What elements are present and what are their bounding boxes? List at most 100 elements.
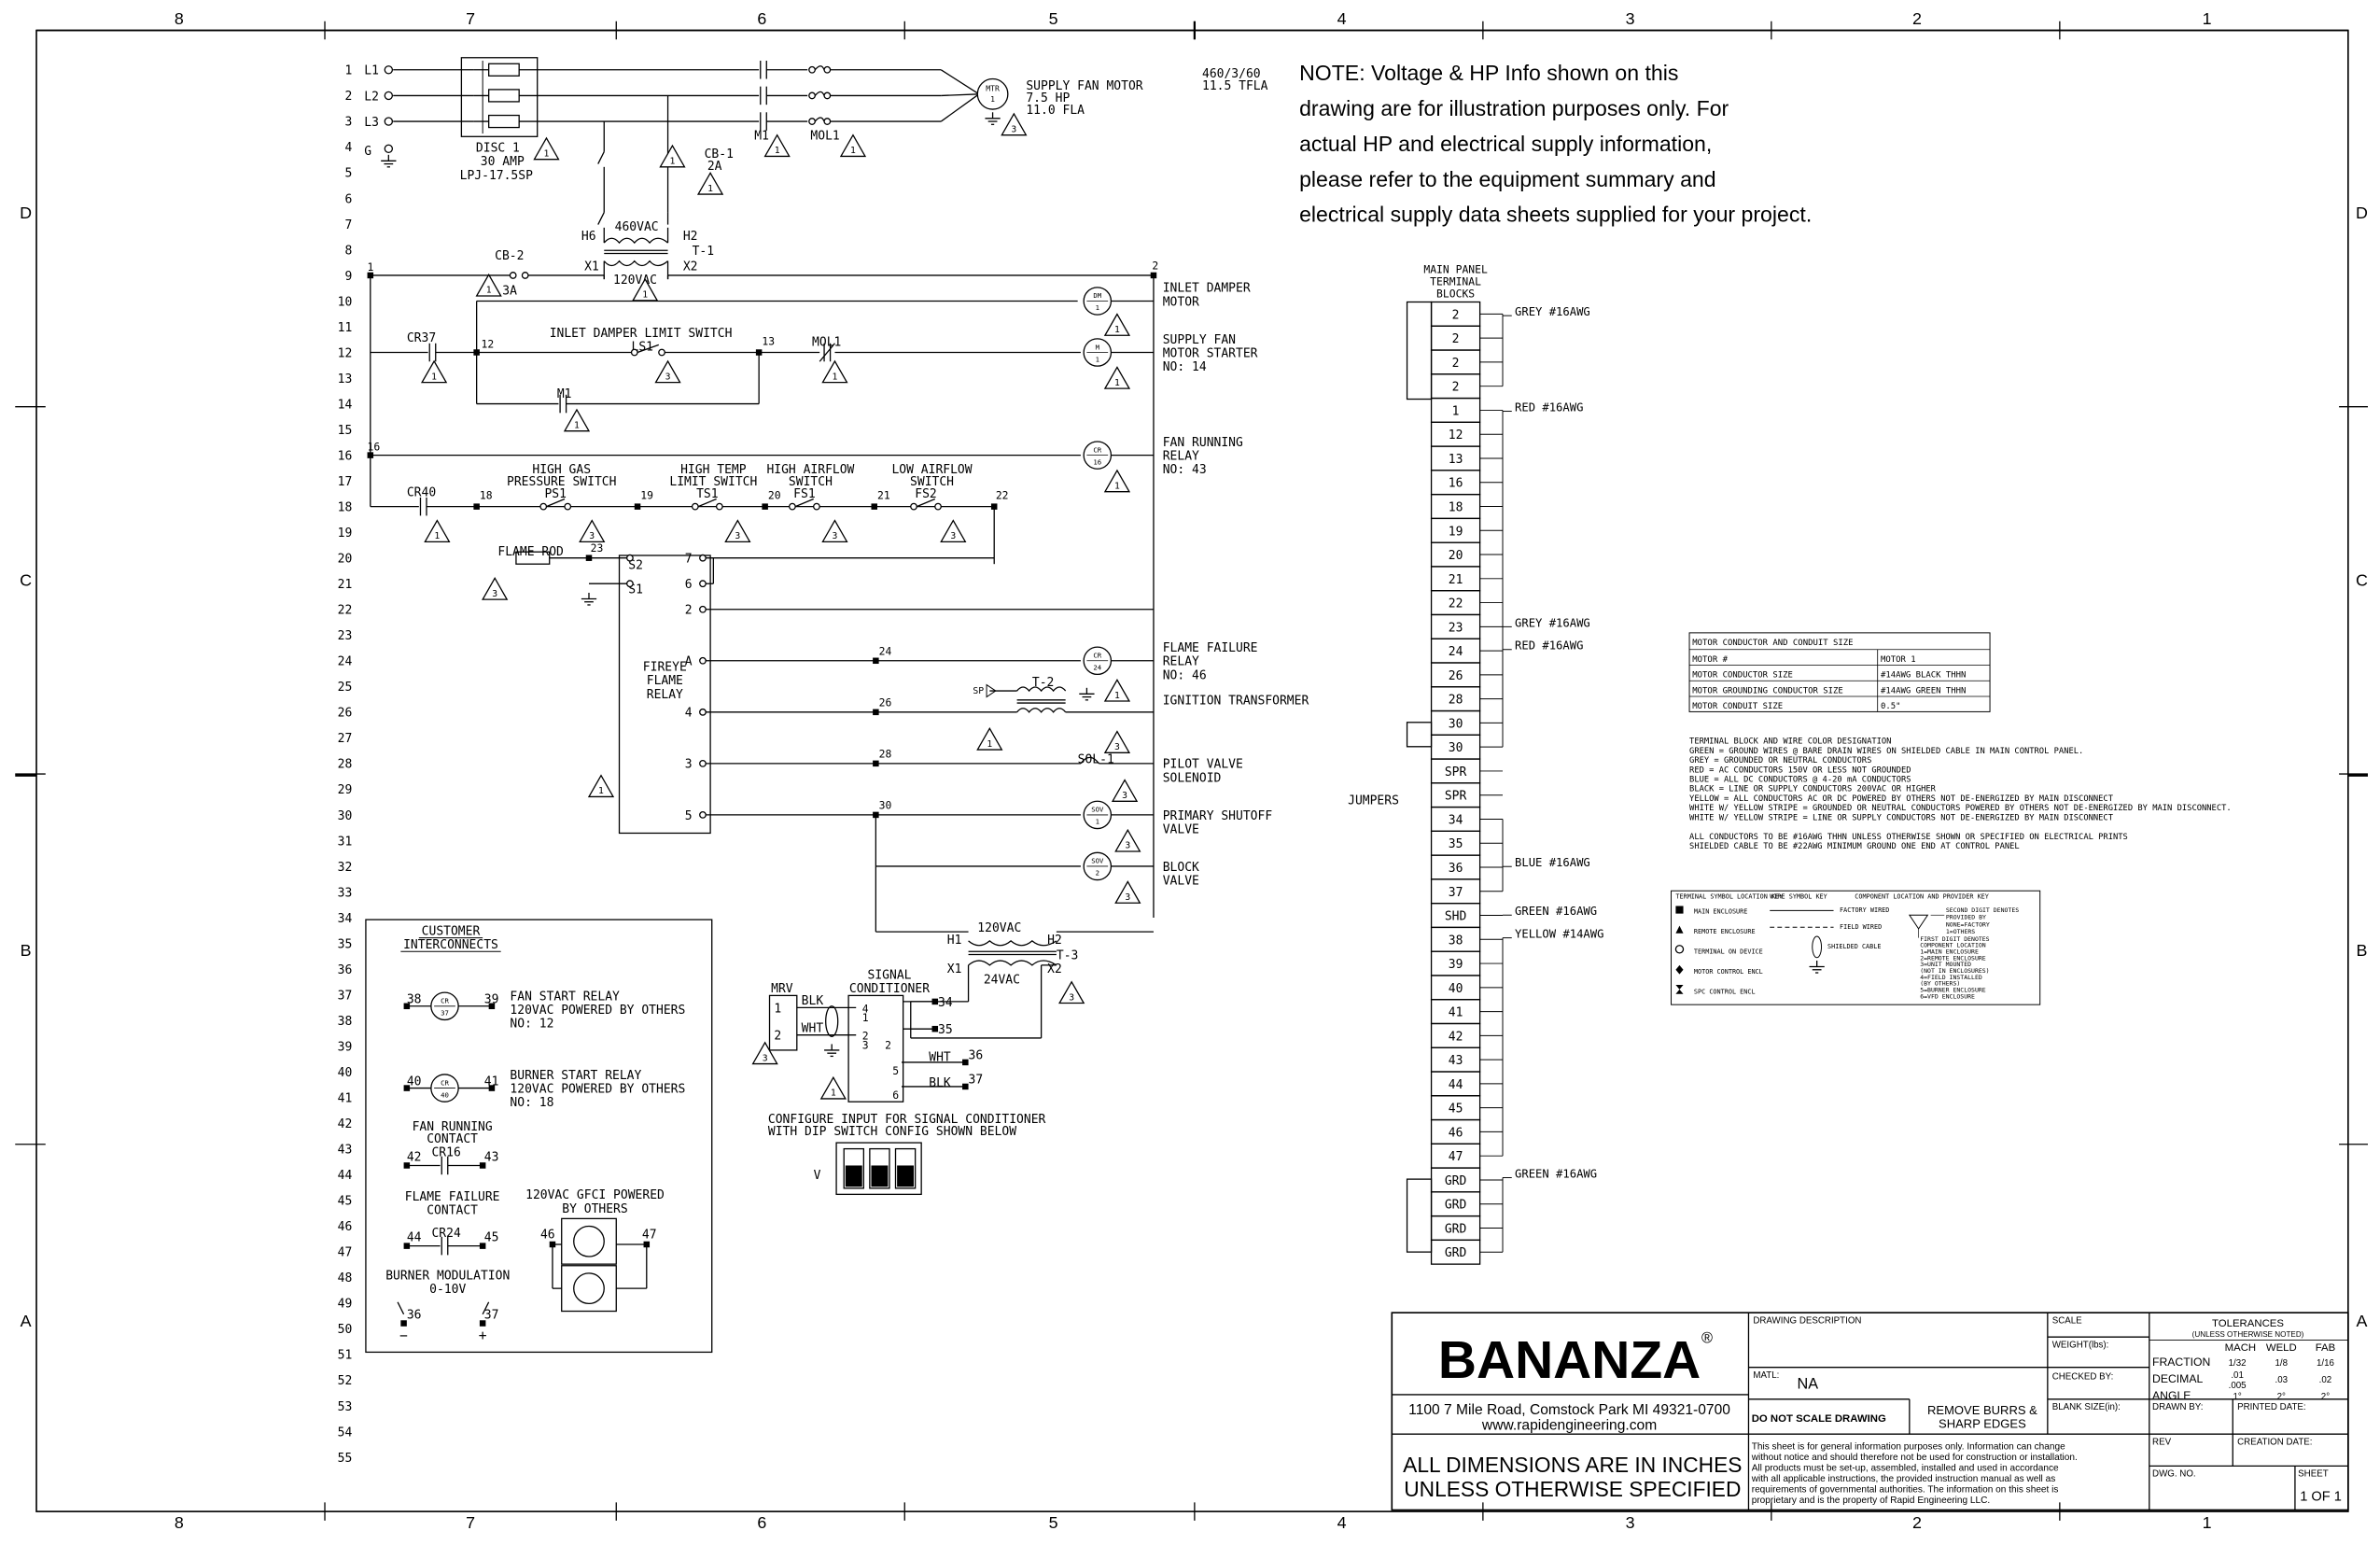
relay-terminal: 3 — [685, 758, 693, 772]
rung-number: 33 — [338, 886, 353, 900]
disc-label: LPJ-17.5SP — [460, 169, 533, 183]
triangle-icon — [482, 577, 509, 600]
junction-dot — [634, 503, 641, 510]
border-column-number: 5 — [1049, 1513, 1058, 1532]
coil-label: IGNITION TRANSFORMER — [1163, 695, 1309, 709]
key-provider: COMPONENT LOCATION — [1920, 942, 1986, 949]
motor-table-value: 0.5" — [1881, 702, 1901, 711]
switch-terminal — [789, 502, 796, 511]
breaker-terminal — [509, 272, 517, 279]
rung-number: 2 — [344, 90, 352, 104]
terminal-number: 45 — [484, 1231, 499, 1245]
terminal-label: H2 — [683, 230, 698, 244]
t3-secondary — [968, 960, 1057, 966]
switch-terminal — [715, 502, 723, 511]
terminal — [384, 91, 394, 101]
triangle-icon — [1103, 730, 1131, 753]
tolerance-value: 1/32 — [2229, 1358, 2247, 1369]
triangle-icon — [940, 519, 967, 542]
key-provider: FIRST DIGIT DENOTES — [1920, 935, 1989, 943]
line-label: L1 — [364, 64, 379, 78]
junction-dot — [367, 452, 374, 458]
border-column-number: 6 — [757, 1513, 766, 1532]
terminal-block-label: 47 — [1449, 1150, 1463, 1164]
title-block-frame — [1391, 1312, 2349, 1511]
cb-label: CB-1 — [705, 147, 734, 162]
ground-icon — [581, 592, 597, 606]
node-number: 2 — [1152, 259, 1158, 272]
switch-label: LIMIT SWITCH — [669, 475, 757, 489]
customer-label: FAN START RELAY — [510, 990, 620, 1004]
terminal-block-label: 40 — [1449, 982, 1463, 996]
net-number: 34 — [938, 996, 953, 1010]
revision-triangle: 1 — [420, 359, 448, 384]
dip-toggle — [871, 1165, 889, 1187]
border-column-number: 4 — [1337, 9, 1347, 28]
triangle-number: 1 — [833, 372, 838, 382]
terminal-block-label: 26 — [1449, 669, 1463, 683]
switch-terminal — [691, 502, 699, 511]
border-row-letter: D — [20, 204, 32, 222]
rung-number: 14 — [338, 398, 353, 412]
relay-terminal: 2 — [685, 604, 693, 618]
triangle-number: 3 — [763, 1053, 768, 1063]
rung-number: 19 — [338, 527, 353, 541]
terminal-block-label: 30 — [1449, 717, 1463, 731]
tolerance-value: .03 — [2275, 1375, 2289, 1385]
node-number: 30 — [879, 798, 892, 811]
switch-terminal — [910, 502, 917, 511]
triangle-icon — [724, 519, 751, 542]
ground-icon — [1809, 961, 1825, 974]
triangle-icon — [751, 1041, 778, 1065]
motor-table-value: #14AWG BLACK THHN — [1881, 671, 1967, 681]
relay-terminal: 7 — [685, 553, 693, 567]
coil-number: 1 — [1096, 355, 1099, 363]
key-provider: (NOT IN ENCLOSURES) — [1920, 967, 1989, 975]
coil-label: INLET DAMPER — [1163, 282, 1251, 296]
terminal-block-label: SPR — [1445, 790, 1467, 804]
coil-number: 2 — [1096, 869, 1099, 878]
dip-toggle — [845, 1165, 862, 1187]
tolerance-value: 1/8 — [2275, 1358, 2289, 1369]
transformer-tag: T-1 — [693, 245, 714, 259]
dip-slot — [894, 1147, 917, 1189]
revision-triangle: 1 — [424, 519, 451, 542]
rung-number: 45 — [338, 1195, 353, 1209]
conditioner-terminal: 2 — [862, 1030, 869, 1043]
shield-icon — [825, 1005, 839, 1037]
triangle-number: 1 — [987, 739, 992, 750]
key-location: SPC CONTROL ENCL — [1694, 988, 1756, 995]
rung-number: 53 — [338, 1400, 353, 1414]
border-row-letter: C — [2356, 570, 2368, 589]
company-address: 1100 7 Mile Road, Comstock Park MI 49321… — [1408, 1402, 1730, 1418]
transformer-label: 120VAC — [613, 274, 657, 288]
triangle-icon — [1103, 366, 1131, 389]
conditioner-title: SIGNAL — [868, 969, 912, 983]
border-row-letter: D — [2356, 204, 2368, 222]
fuse — [488, 114, 520, 129]
rung-number: 3 — [344, 116, 352, 130]
triangle-number: 1 — [598, 786, 604, 796]
wire — [597, 151, 605, 164]
revision-triangle: 1 — [839, 133, 867, 158]
customer-label: 0-10V — [429, 1283, 466, 1297]
switch-label: FS2 — [915, 487, 936, 501]
rung-number: 38 — [338, 1015, 353, 1029]
designation-line: SHIELDED CABLE TO BE #22AWG MINIMUM GROU… — [1689, 842, 2020, 851]
main-enclosure-icon — [1675, 906, 1684, 914]
revision-triangle: 1 — [659, 144, 686, 168]
border-row-letter: A — [21, 1312, 32, 1330]
revision-triangle: 1 — [1103, 469, 1131, 493]
cb-label: CB-2 — [495, 249, 524, 263]
switch-label: HIGH AIRFLOW — [766, 463, 854, 477]
revision-triangle: 3 — [1058, 980, 1085, 1004]
rung-number: 39 — [338, 1040, 353, 1054]
triangle-icon — [475, 273, 502, 297]
junction-dot — [871, 503, 877, 510]
node-number: 16 — [368, 441, 381, 454]
motor-table-title: MOTOR CONDUCTOR AND CONDUIT SIZE — [1692, 639, 1853, 648]
relay-terminal — [699, 580, 707, 588]
revision-triangle: 3 — [1111, 779, 1139, 802]
